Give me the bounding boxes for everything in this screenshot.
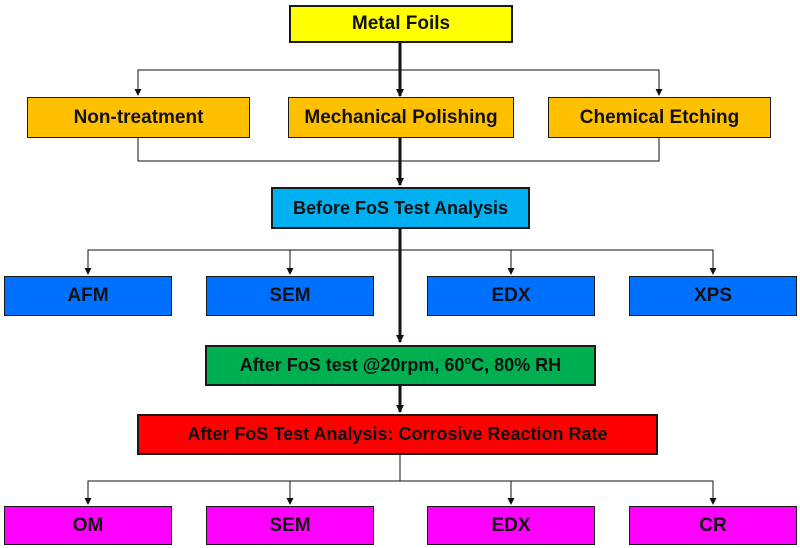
edx-after-label: EDX — [491, 514, 531, 536]
after-fos-test-label: After FoS test @20rpm, 60oC, 80% RH — [240, 355, 561, 376]
edx-before-box: EDX — [427, 276, 595, 316]
branch-to-edx-before — [400, 249, 515, 275]
sem-before-label: SEM — [269, 285, 311, 306]
xps-box: XPS — [629, 276, 797, 316]
metal-foils-box: Metal Foils — [289, 5, 513, 43]
om-box: OM — [4, 506, 172, 545]
cr-box: CR — [629, 506, 797, 545]
after-fos-analysis-label: After FoS Test Analysis: Corrosive React… — [187, 424, 608, 444]
non-treatment-box: Non-treatment — [27, 97, 250, 138]
non-treatment-label: Non-treatment — [73, 106, 204, 128]
edx-after-box: EDX — [427, 506, 595, 545]
branch-to-om — [84, 480, 400, 505]
after-fos-test-box: After FoS test @20rpm, 60oC, 80% RH — [205, 345, 596, 386]
om-label: OM — [72, 514, 104, 536]
before-fos-analysis-box: Before FoS Test Analysis — [271, 187, 530, 229]
afm-box: AFM — [4, 276, 172, 316]
edx-before-label: EDX — [491, 285, 531, 306]
cr-label: CR — [699, 514, 727, 536]
mechanical-polishing-label: Mechanical Polishing — [304, 106, 498, 128]
after-fos-analysis-box: After FoS Test Analysis: Corrosive React… — [137, 414, 658, 455]
merge-non-treatment — [137, 138, 400, 162]
branch-to-sem-before — [286, 249, 400, 275]
branch-to-sem-after — [286, 480, 400, 505]
metal-foils-label: Metal Foils — [351, 13, 451, 34]
after-fos-test-prefix: After FoS test @20rpm, 60 — [239, 355, 465, 375]
branch-to-non-treatment — [134, 69, 400, 96]
branch-to-edx-after — [400, 480, 515, 505]
branch-to-chemical-etching — [400, 69, 663, 96]
before-fos-analysis-label: Before FoS Test Analysis — [292, 197, 509, 218]
branch-to-xps — [400, 249, 717, 275]
chemical-etching-label: Chemical Etching — [579, 106, 740, 128]
xps-label: XPS — [693, 285, 733, 306]
chemical-etching-box: Chemical Etching — [548, 97, 771, 138]
sem-before-box: SEM — [206, 276, 374, 316]
after-fos-test-suffix: C, 80% RH — [471, 355, 562, 375]
afm-label: AFM — [67, 285, 109, 306]
degree-superscript: o — [464, 355, 472, 367]
mechanical-polishing-box: Mechanical Polishing — [288, 97, 514, 138]
sem-after-label: SEM — [269, 514, 311, 536]
branch-to-afm — [84, 249, 400, 275]
merge-chemical-etching — [400, 138, 660, 162]
sem-after-box: SEM — [206, 506, 374, 545]
branch-to-cr — [400, 480, 717, 505]
